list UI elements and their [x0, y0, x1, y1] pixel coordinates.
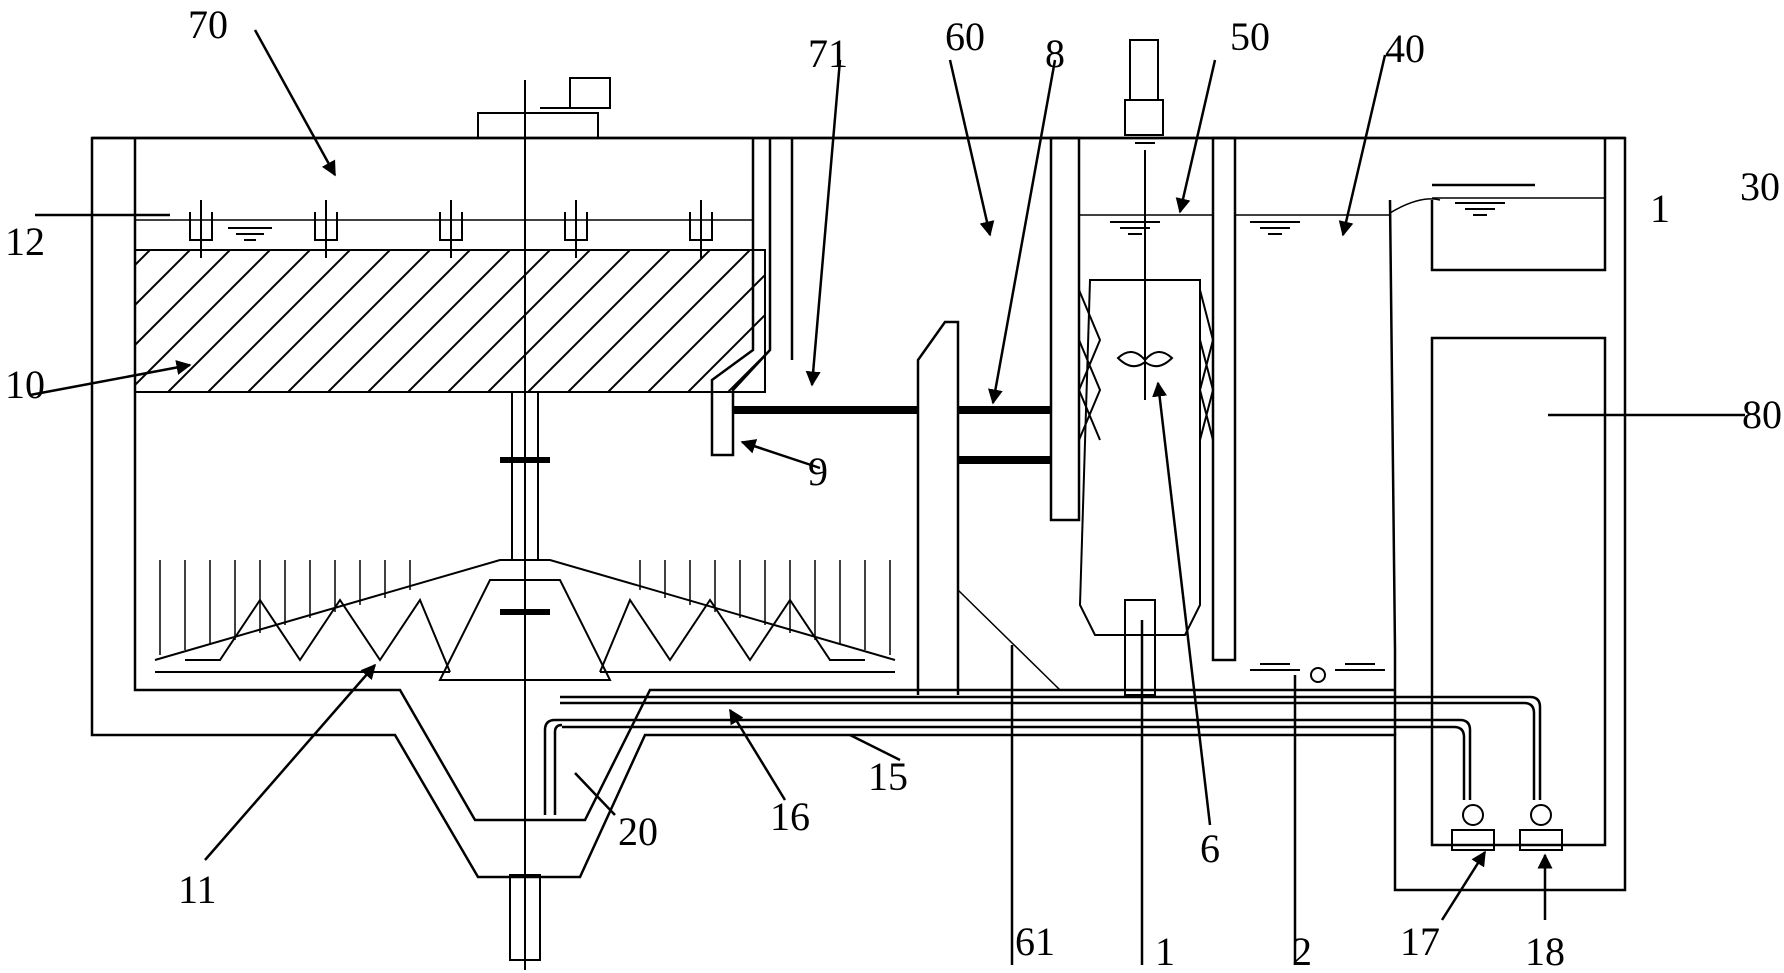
label-16: 16	[770, 794, 810, 839]
filter-media-layer	[134, 249, 766, 393]
label-30: 30	[1740, 164, 1780, 209]
label-1-bottom: 1	[1155, 929, 1175, 973]
connecting-pipes	[733, 406, 1051, 464]
pumps	[1451, 804, 1563, 851]
scraper-truss	[154, 559, 896, 681]
stirrer	[1250, 663, 1385, 683]
label-60: 60	[945, 14, 985, 59]
label-15: 15	[868, 754, 908, 799]
reaction-column	[1077, 39, 1215, 696]
sludge-pipes	[543, 695, 1542, 815]
label-6: 6	[1200, 826, 1220, 871]
label-11: 11	[178, 867, 217, 912]
label-80: 80	[1742, 392, 1782, 437]
label-71: 71	[808, 31, 848, 76]
label-50: 50	[1230, 14, 1270, 59]
label-1-right: 1	[1650, 186, 1670, 231]
tank-walls	[90, 136, 1627, 892]
label-12: 12	[5, 219, 45, 264]
label-20: 20	[618, 809, 658, 854]
water-level-marks	[228, 202, 1505, 241]
leader-lines	[29, 29, 1745, 965]
sludge-deposit	[957, 588, 1062, 691]
collection-weirs	[189, 200, 713, 258]
reference-labels: 70 71 60 8 50 40 30 1 12 10 80 9 6 11 20…	[5, 2, 1782, 973]
label-10: 10	[5, 362, 45, 407]
label-18: 18	[1525, 929, 1565, 973]
label-9: 9	[808, 449, 828, 494]
picket-rods	[159, 560, 891, 655]
label-17: 17	[1400, 919, 1440, 964]
label-8: 8	[1045, 31, 1065, 76]
label-2: 2	[1292, 929, 1312, 973]
water-surface-lines	[135, 197, 1605, 221]
central-shaft	[477, 77, 611, 970]
label-61: 61	[1015, 919, 1055, 964]
label-70: 70	[188, 2, 228, 47]
label-40: 40	[1385, 26, 1425, 71]
